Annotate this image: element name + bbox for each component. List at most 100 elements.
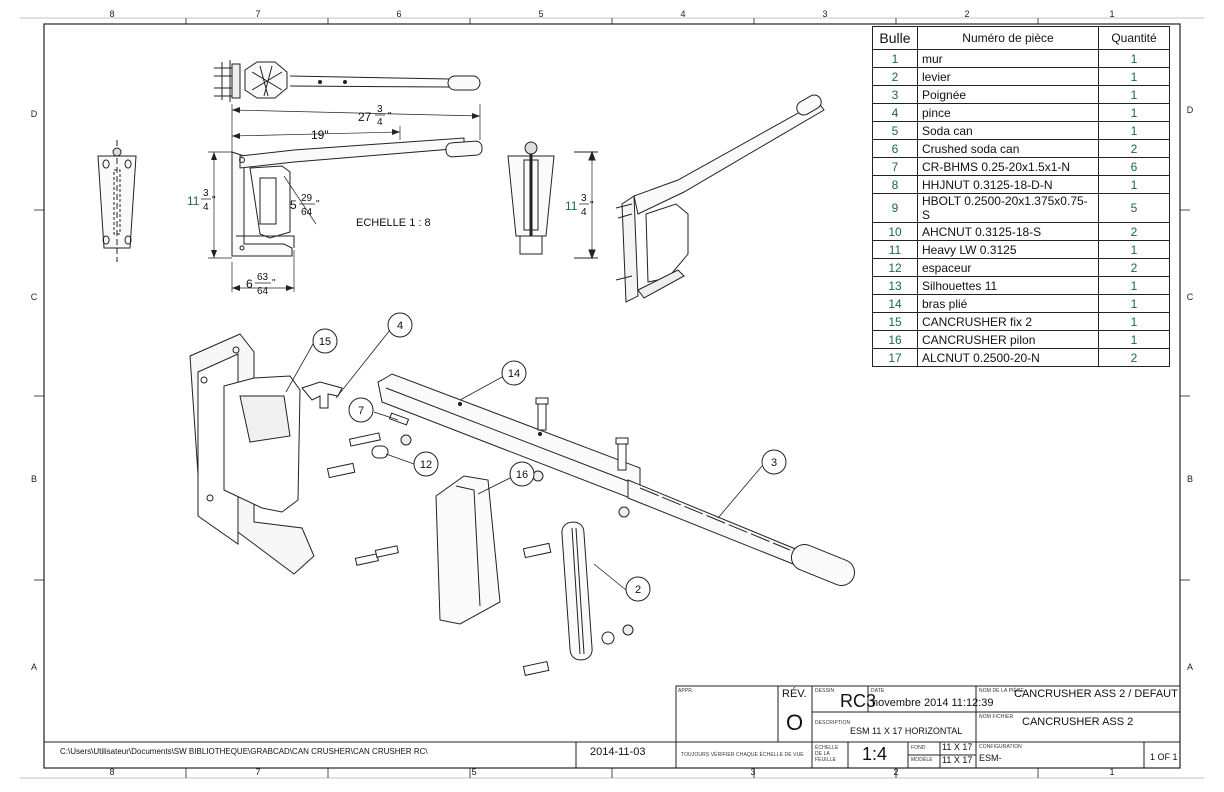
dim-lever: 19" bbox=[311, 128, 329, 142]
top-view bbox=[214, 60, 481, 102]
leader-lines bbox=[285, 329, 763, 591]
balloon-7 bbox=[348, 397, 374, 423]
zone-row-label: B bbox=[31, 474, 37, 484]
bom-cell-name: espaceur bbox=[917, 258, 1099, 277]
dim-height-den: 4 bbox=[203, 202, 209, 213]
zone-row-label: A bbox=[1187, 662, 1193, 672]
zone-col-label: 1 bbox=[1109, 767, 1114, 777]
zone-col-label: 7 bbox=[255, 9, 260, 19]
dim-height-unit: " bbox=[212, 195, 216, 206]
bom-cell-n: 11 bbox=[872, 240, 918, 259]
bom-cell-qty: 1 bbox=[1098, 240, 1170, 259]
print-date: 2014-11-03 bbox=[590, 746, 646, 758]
bom-cell-qty: 2 bbox=[1098, 222, 1170, 241]
balloon-14-label: 14 bbox=[508, 368, 520, 380]
tb-description-value: ESM 11 X 17 HORIZONTAL bbox=[850, 726, 963, 736]
bom-cell-n: 6 bbox=[872, 139, 918, 158]
bom-cell-name: Crushed soda can bbox=[917, 139, 1099, 158]
dim-jaw-num: 29 bbox=[301, 193, 313, 204]
bom-cell-n: 7 bbox=[872, 157, 918, 176]
zone-row-label: C bbox=[1187, 292, 1194, 302]
balloon-14 bbox=[501, 360, 527, 386]
dimension-texts: 27 3 4 " 19" 11 3 4 " 5 29 64 " 6 63 64 … bbox=[187, 104, 594, 297]
dim-height-whole: 11 bbox=[187, 194, 200, 208]
balloon-4 bbox=[387, 312, 413, 338]
zone-row-label: B bbox=[1187, 474, 1193, 484]
tb-echelle-label: ÉCHELLE DE LA FEUILLE bbox=[815, 745, 839, 763]
dim-height-right-num: 3 bbox=[581, 193, 587, 204]
bom-cell-n: 4 bbox=[872, 103, 918, 122]
bom-cell-n: 10 bbox=[872, 222, 918, 241]
zone-row-label: C bbox=[31, 292, 38, 302]
bom-cell-name: pince bbox=[917, 103, 1099, 122]
balloon-group: 15 4 14 7 12 16 3 2 bbox=[312, 312, 787, 602]
bom-cell-qty: 1 bbox=[1098, 276, 1170, 295]
bom-cell-n: 2 bbox=[872, 67, 918, 86]
balloon-2-label: 2 bbox=[635, 584, 641, 596]
bom-cell-name: bras plié bbox=[917, 294, 1099, 313]
tb-date-value: novembre 2014 11:12:39 bbox=[872, 697, 994, 709]
tb-nom-value: CANCRUSHER ASS 2 bbox=[1022, 716, 1134, 728]
exploded-view bbox=[189, 333, 856, 676]
bom-cell-name: CR-BHMS 0.25-20x1.5x1-N bbox=[917, 157, 1099, 176]
bom-cell-n: 17 bbox=[872, 348, 918, 367]
balloon-4-label: 4 bbox=[397, 320, 403, 332]
bom-cell-name: levier bbox=[917, 67, 1099, 86]
zone-col-label: 8 bbox=[109, 9, 114, 19]
tb-nom-fichier-value: CANCRUSHER ASS 2 / DEFAUT bbox=[1014, 688, 1178, 700]
zone-ticks bbox=[34, 18, 1190, 778]
dim-jaw-den: 64 bbox=[301, 207, 313, 218]
bom-cell-qty: 1 bbox=[1098, 121, 1170, 140]
scale-note: ECHELLE 1 : 8 bbox=[356, 217, 431, 229]
bom-cell-qty: 1 bbox=[1098, 294, 1170, 313]
bom-header-part: Numéro de pièce bbox=[917, 26, 1099, 50]
bom-cell-name: HHJNUT 0.3125-18-D-N bbox=[917, 175, 1099, 194]
bom-cell-qty: 1 bbox=[1098, 312, 1170, 331]
zone-row-label: A bbox=[31, 662, 37, 672]
bom-cell-qty: 1 bbox=[1098, 175, 1170, 194]
tb-rev-label: RÉV. bbox=[782, 688, 807, 700]
tb-modele-value: 11 X 17 bbox=[942, 755, 973, 765]
bom-cell-n: 5 bbox=[872, 121, 918, 140]
tb-nom-label: NOM FICHIER bbox=[979, 714, 1014, 720]
bom-cell-name: AHCNUT 0.3125-18-S bbox=[917, 222, 1099, 241]
zone-col-label: 7 bbox=[255, 767, 260, 777]
tb-modele-label: MODÈLE bbox=[911, 757, 933, 763]
left-side-view bbox=[97, 140, 137, 262]
dim-base-den: 64 bbox=[257, 286, 269, 297]
tb-config-value: ESM- bbox=[979, 753, 1002, 763]
dim-overall-whole: 27 bbox=[358, 110, 372, 124]
dim-overall-num: 3 bbox=[377, 104, 383, 115]
zone-row-label: D bbox=[31, 109, 38, 119]
bom-cell-qty: 1 bbox=[1098, 67, 1170, 86]
balloon-3-label: 3 bbox=[771, 457, 777, 469]
bom-cell-n: 14 bbox=[872, 294, 918, 313]
dim-jaw-whole: 5 bbox=[290, 198, 297, 212]
balloon-3 bbox=[761, 449, 787, 475]
balloon-12 bbox=[413, 451, 439, 477]
title-block-frame bbox=[44, 685, 1181, 769]
tb-description-label: DESCRIPTION bbox=[815, 720, 851, 726]
bom-cell-name: CANCRUSHER pilon bbox=[917, 330, 1099, 349]
front-view bbox=[231, 137, 483, 257]
bom-cell-name: Heavy LW 0.3125 bbox=[917, 240, 1099, 259]
bom-cell-n: 15 bbox=[872, 312, 918, 331]
bom-cell-name: CANCRUSHER fix 2 bbox=[917, 312, 1099, 331]
bom-cell-qty: 1 bbox=[1098, 330, 1170, 349]
bom-cell-n: 13 bbox=[872, 276, 918, 295]
zone-col-label: 4 bbox=[680, 9, 685, 19]
dim-height-num: 3 bbox=[203, 188, 209, 199]
bom-cell-qty: 2 bbox=[1098, 139, 1170, 158]
balloon-12-label: 12 bbox=[420, 459, 432, 471]
dimension-lines bbox=[208, 104, 481, 292]
dim-overall-unit: " bbox=[388, 111, 392, 122]
dim-height-right-whole: 11 bbox=[565, 199, 578, 213]
bom-cell-qty: 5 bbox=[1098, 193, 1170, 223]
